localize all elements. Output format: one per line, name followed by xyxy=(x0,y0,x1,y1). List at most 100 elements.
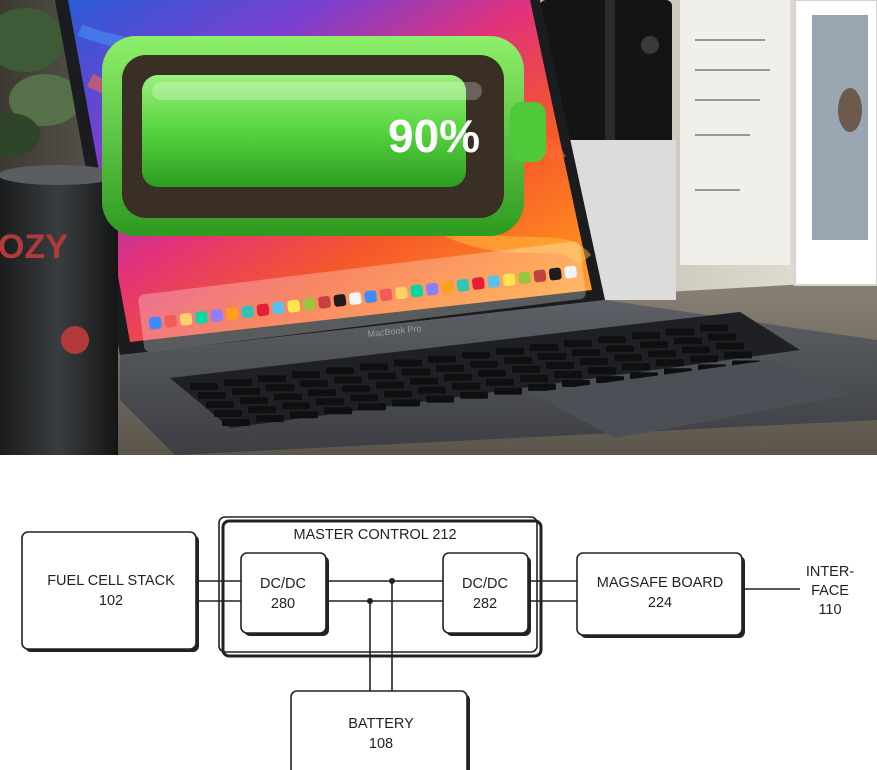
keyboard-key xyxy=(512,365,540,373)
keyboard-key xyxy=(214,410,242,417)
dock-app-icon xyxy=(548,267,562,281)
dock-app-icon xyxy=(518,271,531,285)
keyboard-key xyxy=(486,378,514,386)
keyboard-key xyxy=(248,406,276,414)
keyboard-key xyxy=(538,353,566,360)
keyboard-key xyxy=(716,342,744,350)
magsafe-board-ref: 224 xyxy=(648,595,672,611)
master-control-label: MASTER CONTROL 212 xyxy=(293,527,456,543)
keyboard-key xyxy=(418,386,446,394)
dock-app-icon xyxy=(287,299,301,313)
dcdc-280-ref: 280 xyxy=(271,596,295,612)
dock-app-icon xyxy=(364,290,378,304)
keyboard-key xyxy=(572,349,600,357)
dock-app-icon xyxy=(164,314,178,328)
keyboard-key xyxy=(460,391,488,399)
keyboard-key xyxy=(708,333,736,341)
dock-app-icon xyxy=(502,273,516,287)
paper-note xyxy=(680,0,790,265)
dock-app-icon xyxy=(395,286,408,300)
dock-app-icon xyxy=(425,282,439,296)
battery-fill-bar xyxy=(142,75,466,187)
keyboard-key xyxy=(530,344,558,351)
keyboard-key xyxy=(368,372,396,380)
dock-app-icon xyxy=(564,265,578,279)
keyboard-key xyxy=(394,359,422,367)
plant xyxy=(0,8,81,157)
connection-lines xyxy=(196,580,800,691)
keyboard-key xyxy=(614,354,642,362)
keyboard-key xyxy=(282,402,310,410)
keyboard-key xyxy=(690,355,718,363)
junction-dot xyxy=(389,578,395,584)
keyboard-key xyxy=(266,384,294,392)
dock-app-icon xyxy=(148,316,162,330)
keyboard-key xyxy=(682,346,710,354)
keyboard-key xyxy=(622,363,650,371)
battery-name: BATTERY xyxy=(348,716,414,732)
junction-dot xyxy=(367,598,373,604)
keyboard-key xyxy=(334,376,362,384)
keyboard-key xyxy=(724,351,752,359)
keyboard-key xyxy=(358,403,386,411)
keyboard-key xyxy=(562,380,590,387)
keyboard-key xyxy=(300,380,328,388)
keyboard-key xyxy=(222,419,250,426)
coffee-tin: OZY xyxy=(0,165,118,455)
keyboard-key xyxy=(256,415,284,423)
tin-can-text: OZY xyxy=(0,228,68,266)
keyboard-key xyxy=(598,336,626,344)
keyboard-key xyxy=(564,340,592,348)
dock-app-icon xyxy=(456,278,470,292)
keyboard-key xyxy=(198,392,226,399)
dcdc-280-block: DC/DC 280 xyxy=(240,552,329,636)
keyboard-key xyxy=(274,393,302,401)
fuel-cell-stack-block: FUEL CELL STACK 102 xyxy=(21,531,199,652)
keyboard-key xyxy=(360,363,388,371)
keyboard-key xyxy=(546,362,574,369)
keyboard-key xyxy=(436,364,464,372)
keyboard-key xyxy=(190,383,218,390)
keyboard-key xyxy=(258,375,286,383)
keyboard-key xyxy=(528,383,556,391)
keyboard-key xyxy=(308,389,336,397)
dcdc-282-name: DC/DC xyxy=(462,576,508,592)
keyboard-key xyxy=(606,345,634,353)
keyboard-key xyxy=(290,411,318,419)
keyboard-key xyxy=(640,341,668,349)
dock-app-icon xyxy=(348,292,362,305)
macos-dock xyxy=(138,241,586,352)
keyboard-key xyxy=(324,407,352,415)
dock-app-icon xyxy=(533,269,547,283)
power-block-diagram: MASTER CONTROL 212 FUEL CELL STACK 102 D… xyxy=(0,455,877,770)
magsafe-board-name: MAGSAFE BOARD xyxy=(597,575,724,591)
dock-app-icon xyxy=(225,307,239,321)
keyboard-key xyxy=(402,368,430,376)
keyboard-key xyxy=(674,337,702,345)
keyboard-key xyxy=(632,332,660,340)
keyboard-key xyxy=(326,367,354,375)
battery-ref: 108 xyxy=(369,736,393,752)
dock-app-icon xyxy=(256,303,270,317)
keyboard-key xyxy=(350,394,378,402)
keyboard-key xyxy=(428,355,456,363)
dcdc-280-name: DC/DC xyxy=(260,576,306,592)
keyboard-key xyxy=(462,351,490,359)
dock-app-icon xyxy=(441,280,454,294)
dock-app-icon xyxy=(179,312,193,326)
keyboard-key xyxy=(410,377,438,385)
interface-line2: FACE xyxy=(811,583,849,599)
dock-app-icon xyxy=(472,277,485,290)
keyboard-key xyxy=(520,374,548,382)
keyboard-key xyxy=(240,397,268,405)
interface-label: INTER- FACE 110 xyxy=(806,564,855,618)
dock-app-icon xyxy=(379,288,393,302)
keyboard-key xyxy=(452,382,480,390)
magsafe-board-block: MAGSAFE BOARD 224 xyxy=(576,552,745,638)
keyboard-key xyxy=(224,379,252,387)
master-control-block: MASTER CONTROL 212 xyxy=(218,516,543,658)
battery-block: BATTERY 108 xyxy=(290,690,470,770)
dock-app-icon xyxy=(318,295,331,309)
keyboard-key xyxy=(504,356,532,364)
laptop-battery-photo: MacBook Pro OZY 90% xyxy=(0,0,877,455)
